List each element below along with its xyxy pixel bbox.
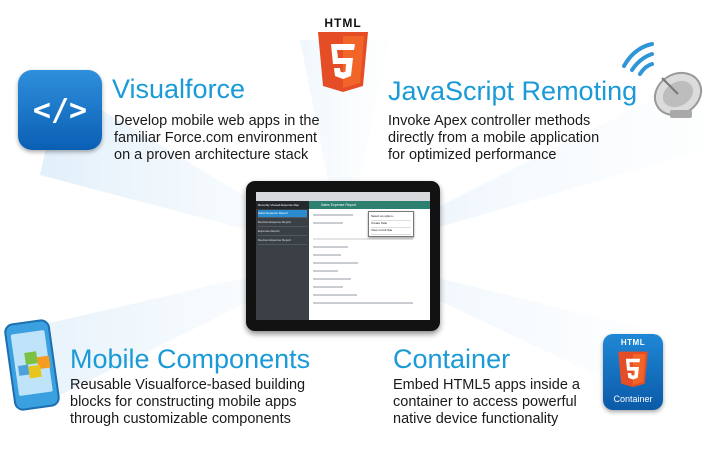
- satellite-dish-icon: [622, 42, 703, 118]
- tablet-sidebar-item[interactable]: Devices Expense Report: [258, 219, 307, 227]
- visualforce-desc: Develop mobile web apps in the familiar …: [114, 113, 320, 164]
- components-desc-line: through customizable components: [70, 411, 291, 427]
- remoting-desc-line: directly from a mobile application: [388, 130, 600, 146]
- remoting-title: JavaScript Remoting: [388, 76, 638, 106]
- tablet-field-line: [313, 286, 343, 288]
- container-desc-line: native device functionality: [393, 411, 559, 427]
- tablet-sidebar-item[interactable]: Expense Report: [258, 228, 307, 236]
- tablet-field-line: [313, 294, 357, 296]
- tablet-sidebar-item[interactable]: Devices Expense Report: [258, 237, 307, 245]
- container-desc: Embed HTML5 apps inside a container to a…: [393, 377, 580, 428]
- tablet-field-line: [313, 246, 348, 248]
- tablet-record-header: Sales Expense Report: [309, 201, 430, 209]
- container-icon-html-label: HTML: [620, 338, 646, 347]
- tablet-field-line: [313, 302, 413, 304]
- visualforce-desc-line: familiar Force.com environment: [114, 130, 318, 146]
- tablet-field-line: [313, 270, 338, 272]
- visualforce-desc-line: Develop mobile web apps in the: [114, 113, 320, 129]
- tablet-menu-item[interactable]: Create Task: [371, 220, 411, 228]
- container-icon-label: Container: [613, 394, 653, 404]
- visualforce-title: Visualforce: [112, 74, 246, 104]
- mobile-phone-icon: [4, 319, 60, 411]
- components-desc: Reusable Visualforce-based building bloc…: [70, 377, 305, 428]
- tablet-device: Recently Viewed Expense Rep Sales Expens…: [246, 181, 440, 331]
- container-desc-line: container to access powerful: [393, 394, 577, 410]
- html5-shield-icon: [318, 32, 368, 92]
- tablet-menu-item[interactable]: View in Full Site: [371, 227, 411, 235]
- tablet-action-menu: Select an option... Create Task View in …: [368, 211, 414, 237]
- html5-shield-icon: [618, 351, 648, 388]
- tablet-field-line: [313, 214, 353, 216]
- remoting-desc-line: Invoke Apex controller methods: [388, 113, 591, 129]
- tablet-sidebar-title: Recently Viewed Expense Rep: [258, 203, 300, 207]
- tablet-screen: Recently Viewed Expense Rep Sales Expens…: [256, 192, 430, 320]
- container-title: Container: [393, 344, 511, 374]
- tablet-menu-item[interactable]: Select an option...: [371, 213, 411, 221]
- tablet-field-line: [313, 238, 413, 240]
- tablet-sidebar-header: Recently Viewed Expense Rep: [256, 201, 309, 209]
- tablet-field-line: [313, 222, 343, 224]
- tablet-sidebar-item[interactable]: Sales Expense Report: [258, 210, 307, 218]
- remoting-desc-line: for optimized performance: [388, 147, 557, 163]
- remoting-desc: Invoke Apex controller methods directly …: [388, 113, 599, 164]
- tablet-field-line: [313, 254, 341, 256]
- container-desc-line: Embed HTML5 apps inside a: [393, 377, 580, 393]
- components-desc-line: Reusable Visualforce-based building: [70, 377, 306, 393]
- components-desc-line: blocks for constructing mobile apps: [70, 394, 297, 410]
- components-title: Mobile Components: [70, 344, 311, 374]
- tablet-browser-bar: [256, 192, 430, 201]
- html5-logo-label: HTML: [324, 16, 362, 30]
- visualforce-desc-line: on a proven architecture stack: [114, 147, 309, 163]
- tablet-field-line: [313, 278, 351, 280]
- tablet-field-line: [313, 262, 358, 264]
- tablet-sidebar: Recently Viewed Expense Rep Sales Expens…: [256, 201, 309, 320]
- code-icon: </>: [18, 70, 102, 150]
- container-app-icon: HTML Container: [603, 334, 663, 410]
